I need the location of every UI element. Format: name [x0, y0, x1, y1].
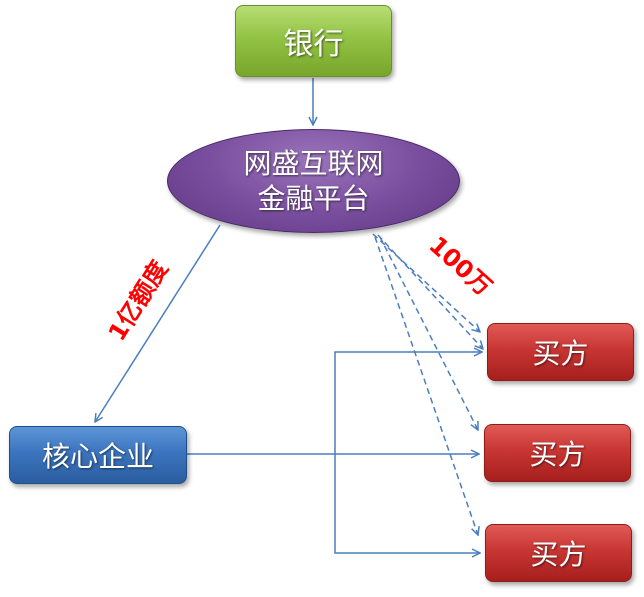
core-enterprise-node: 核心企业 [9, 426, 187, 484]
arrow-platform-to-core [95, 224, 221, 422]
platform-label-line2: 金融平台 [257, 182, 370, 215]
buyer-label: 买方 [532, 337, 589, 370]
platform-label-line1: 网盛互联网 [243, 147, 384, 180]
buyer-node-1: 买方 [487, 323, 634, 381]
dashed-arrow-to-buyer-3 [374, 236, 478, 535]
buyer-node-3: 买方 [485, 524, 632, 582]
buyer-label: 买方 [529, 438, 586, 471]
dashed-arrow-to-buyer-1a [372, 233, 480, 332]
core-enterprise-label: 核心企业 [41, 440, 154, 473]
buyer-node-2: 买方 [484, 424, 631, 482]
platform-to-buyers-dashed [372, 233, 483, 535]
dashed-arrow-to-buyer-2 [379, 236, 478, 430]
credit-line-label: 1亿额度 [103, 255, 174, 346]
platform-node: 网盛互联网 金融平台 [167, 129, 460, 233]
bank-node: 银行 [235, 5, 392, 77]
arrow-core-to-buyer-3 [334, 454, 480, 553]
bank-label: 银行 [283, 27, 344, 62]
core-to-buyers-connectors [187, 352, 482, 553]
buyer-label: 买方 [530, 538, 587, 571]
arrow-core-to-buyer-1 [334, 352, 482, 454]
dashed-arrow-to-buyer-1b [377, 234, 483, 349]
